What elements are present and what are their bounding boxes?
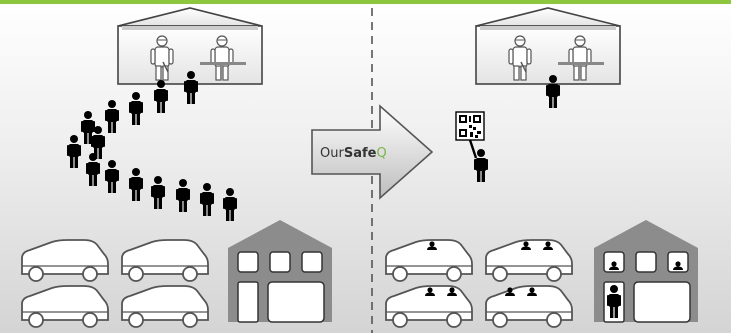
- qr-code-icon: [455, 111, 485, 141]
- accent-bar: [0, 0, 731, 4]
- building-icon: [228, 220, 332, 323]
- after-scene: [385, 7, 698, 328]
- arrow-icon: OurSafeQ: [311, 104, 434, 200]
- table: [200, 62, 246, 65]
- before-scene: [21, 7, 332, 328]
- brand-logo-text: OurSafeQ: [320, 146, 387, 161]
- building-icon: [594, 220, 698, 323]
- person-with-qr-code: [455, 111, 488, 182]
